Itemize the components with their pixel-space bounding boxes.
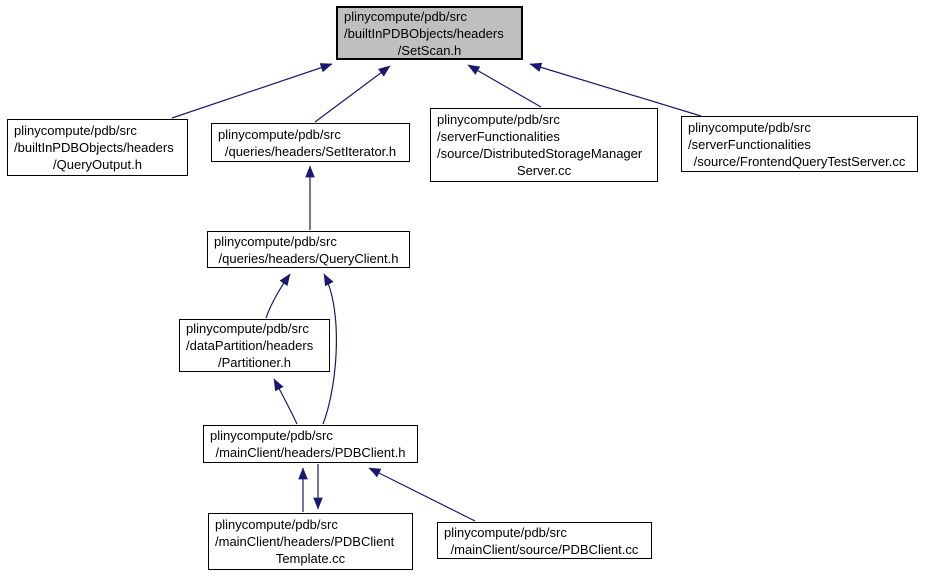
node-label-line: plinycompute/pdb/src <box>210 428 333 443</box>
node-label-line: /QueryOutput.h <box>53 157 142 172</box>
node-label-line: /SetScan.h <box>397 42 462 58</box>
node-label-line: plinycompute/pdb/src <box>344 8 467 24</box>
node-label-line: plinycompute/pdb/src <box>437 112 560 127</box>
node-partitioner-h[interactable]: plinycompute/pdb/src /dataPartition/head… <box>179 319 330 372</box>
edge-setiterator-to-setscan <box>314 65 391 123</box>
node-queryclient-h[interactable]: plinycompute/pdb/src /queries/headers/Qu… <box>207 231 410 268</box>
node-label-line: plinycompute/pdb/src <box>444 524 567 540</box>
edge-partitioner-to-queryclient <box>265 273 291 319</box>
node-label-line: /source/FrontendQueryTestServer.cc <box>693 153 906 169</box>
node-label-line: /queries/headers/SetIterator.h <box>224 143 397 159</box>
node-label-line: plinycompute/pdb/src <box>688 119 811 135</box>
edge-pdbclient-to-partitioner <box>273 378 298 425</box>
node-label-line: /builtInPDBObjects/headers <box>344 25 504 41</box>
node-label-line: plinycompute/pdb/src <box>214 233 337 249</box>
node-pdbclient-cc[interactable]: plinycompute/pdb/src /mainClient/source/… <box>437 522 652 559</box>
node-setiterator-h[interactable]: plinycompute/pdb/src /queries/headers/Se… <box>211 123 410 162</box>
node-queryoutput-h[interactable]: plinycompute/pdb/src /builtInPDBObjects/… <box>7 119 188 176</box>
node-label-line: /source/DistributedStorageManager <box>437 146 643 161</box>
node-label-line: plinycompute/pdb/src <box>186 321 309 336</box>
edge-distributedstoragemanagerserver-to-setscan <box>467 64 542 108</box>
node-label-line: Template.cc <box>275 551 346 566</box>
node-setscan-h[interactable]: plinycompute/pdb/src /builtInPDBObjects/… <box>336 6 523 60</box>
node-label-line: plinycompute/pdb/src <box>14 123 137 138</box>
node-label-line: Server.cc <box>516 163 572 178</box>
node-label-line: /mainClient/headers/PDBClient <box>215 534 395 549</box>
node-frontendquerytestserver-cc[interactable]: plinycompute/pdb/src /serverFunctionalit… <box>681 116 918 172</box>
node-label-line: /queries/headers/QueryClient.h <box>218 250 399 266</box>
node-label-line: /serverFunctionalities <box>437 129 560 144</box>
node-pdbclient-h[interactable]: plinycompute/pdb/src /mainClient/headers… <box>203 425 418 463</box>
node-pdbclienttemplate-cc[interactable]: plinycompute/pdb/src /mainClient/headers… <box>208 513 413 570</box>
node-distributedstoragemanagerserver-cc[interactable]: plinycompute/pdb/src /serverFunctionalit… <box>430 108 658 182</box>
node-label-line: plinycompute/pdb/src <box>218 126 341 142</box>
node-label-line: plinycompute/pdb/src <box>215 517 338 532</box>
edge-queryoutput-to-setscan <box>171 63 333 119</box>
node-label-line: /mainClient/headers/PDBClient.h <box>215 445 406 460</box>
node-label-line: /Partitioner.h <box>218 355 291 370</box>
node-label-line: /serverFunctionalities <box>688 136 811 152</box>
node-label-line: /builtInPDBObjects/headers <box>14 140 174 155</box>
node-label-line: /mainClient/source/PDBClient.cc <box>450 541 639 557</box>
node-label-line: /dataPartition/headers <box>186 338 314 353</box>
